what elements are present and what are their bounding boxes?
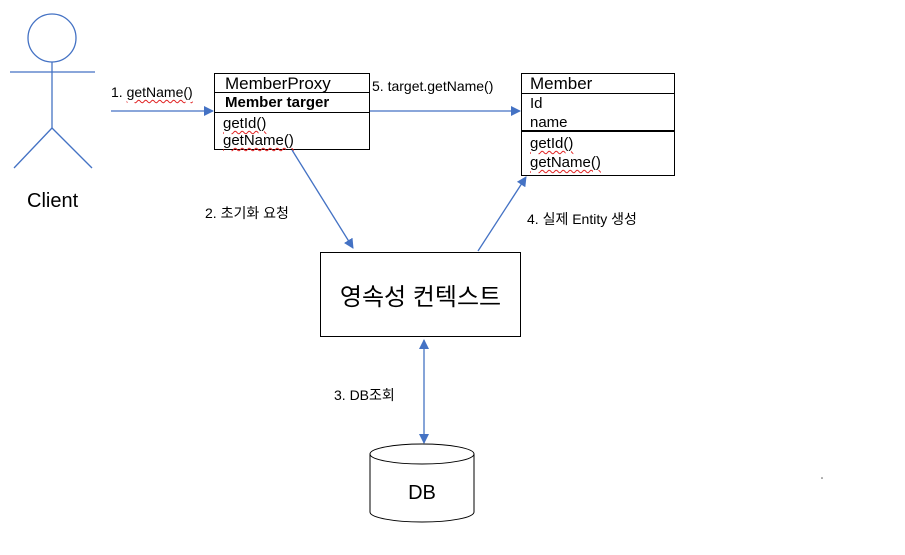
db-label: DB — [408, 482, 436, 504]
stray-dot — [821, 477, 823, 479]
proxy-field: Member targer — [225, 94, 330, 111]
proxy-method-getid: getId() — [223, 115, 267, 132]
member-proxy-box: MemberProxy Member targer getId() getNam… — [214, 73, 370, 150]
step1-label: 1. getName() — [111, 84, 193, 100]
member-title: Member — [530, 74, 593, 93]
step1-method: getName() — [126, 84, 193, 100]
proxy-title: MemberProxy — [225, 74, 331, 93]
step4-label: 4. 실제 Entity 생성 — [527, 211, 637, 227]
member-divider-2 — [522, 130, 674, 132]
proxy-divider-1 — [215, 92, 369, 93]
persistence-context-label: 영속성 컨텍스트 — [339, 284, 502, 311]
step3-label: 3. DB조회 — [334, 387, 395, 403]
member-field-id: Id — [530, 95, 543, 112]
member-box: Member Id name getId() getName() — [521, 73, 675, 176]
arrow-proxy-to-context — [291, 149, 354, 249]
database-cylinder-icon — [369, 443, 475, 523]
member-method-getid: getId() — [530, 135, 574, 152]
client-label: Client — [27, 190, 79, 212]
client-stick-figure-icon — [10, 13, 95, 169]
arrow-context-to-member — [477, 176, 527, 252]
proxy-divider-2 — [215, 112, 369, 113]
member-field-name: name — [530, 114, 568, 131]
member-divider-1 — [522, 93, 674, 94]
persistence-context-box: 영속성 컨텍스트 — [320, 252, 521, 337]
member-method-getname: getName() — [530, 154, 601, 171]
step2-label: 2. 초기화 요청 — [205, 205, 289, 221]
proxy-method-getname: getName() — [223, 132, 294, 149]
step5-label: 5. target.getName() — [372, 78, 494, 94]
